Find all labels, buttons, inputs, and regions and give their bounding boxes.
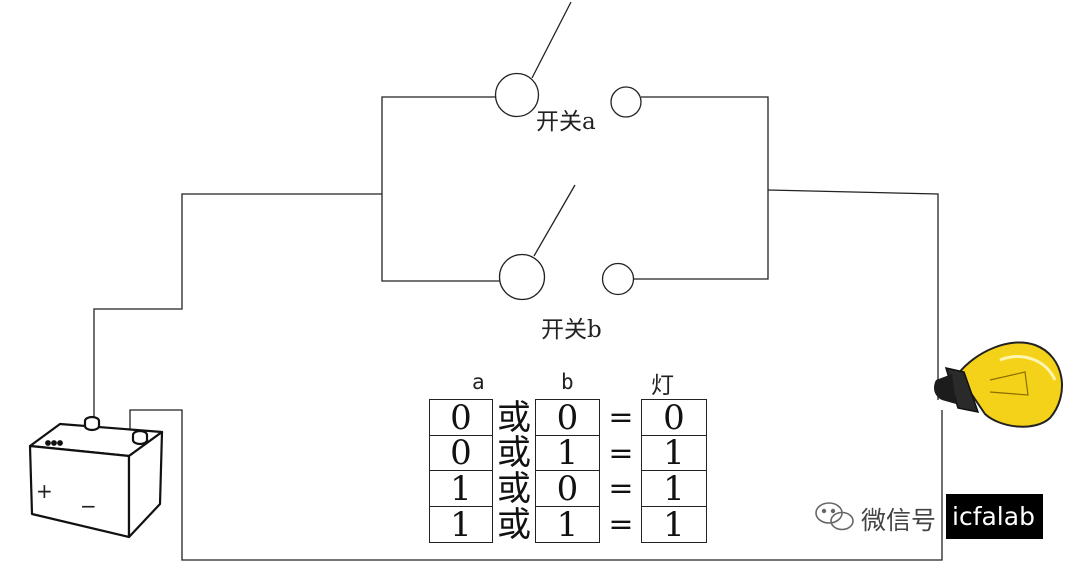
equals-sign: = — [608, 400, 634, 435]
operator-or: 或 — [497, 433, 531, 473]
wire-right-branch — [634, 96, 769, 280]
equals-sign: = — [608, 435, 634, 471]
battery-icon — [28, 415, 164, 539]
cell-b: 1 — [535, 435, 600, 471]
cell-b: 0 — [535, 399, 600, 436]
wire-battery-to-branch — [93, 193, 382, 420]
watermark-prefix: 微信号 — [861, 506, 937, 535]
table-header-a: a — [472, 370, 485, 394]
cell-lamp: 1 — [641, 470, 707, 507]
cell-lamp: 1 — [641, 435, 707, 471]
wire-lamp-return — [129, 409, 943, 561]
cell-a: 1 — [429, 506, 493, 543]
switch-b-label: 开关b — [541, 317, 602, 343]
cell-a: 0 — [429, 399, 493, 436]
lightbulb-icon — [934, 341, 1063, 428]
wire-left-branch — [381, 96, 500, 282]
operator-or: 或 — [497, 397, 531, 438]
battery-minus-mark: − — [80, 494, 97, 518]
cell-b: 1 — [535, 506, 600, 543]
equals-sign: = — [608, 471, 634, 506]
operator-or: 或 — [497, 504, 531, 545]
cell-lamp: 1 — [641, 506, 707, 543]
switch-a — [494, 1, 642, 118]
operator-or: 或 — [497, 468, 531, 509]
battery-plus-mark: + — [36, 479, 53, 503]
wire-branch-to-lamp — [767, 189, 939, 400]
cell-a: 0 — [429, 435, 493, 471]
cell-lamp: 0 — [641, 399, 707, 436]
table-header-b: b — [561, 370, 574, 394]
cell-a: 1 — [429, 470, 493, 507]
table-header-lamp: 灯 — [651, 373, 674, 399]
switch-a-label: 开关a — [536, 109, 596, 135]
wechat-icon — [815, 502, 854, 531]
watermark-account: icfalab — [946, 494, 1043, 539]
equals-sign: = — [608, 507, 634, 542]
cell-b: 0 — [535, 470, 600, 507]
switch-b — [498, 184, 635, 301]
